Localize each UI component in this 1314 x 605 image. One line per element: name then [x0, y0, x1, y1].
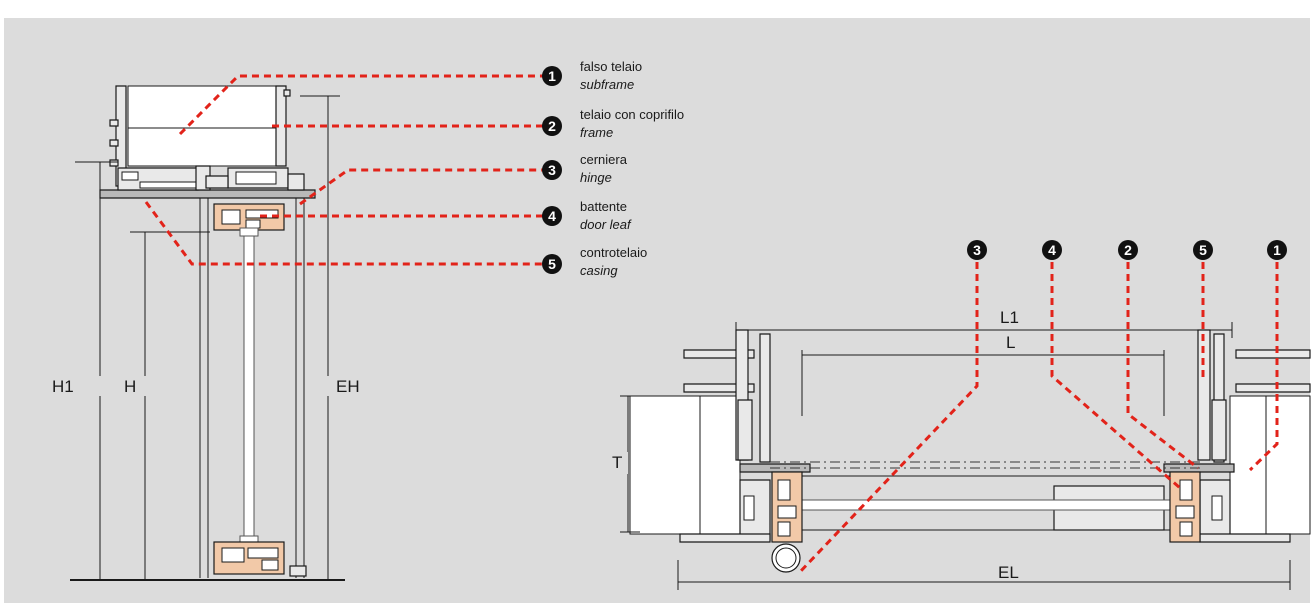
legend-3-label: cerniera	[580, 152, 628, 167]
legend-4-label: battente	[580, 199, 627, 214]
dim-label-el: EL	[998, 563, 1019, 582]
dim-label-t: T	[612, 453, 622, 472]
plan-callout-3	[796, 262, 979, 576]
vertical-section: H1 H EH	[52, 74, 548, 581]
badge-1-number: 1	[548, 68, 556, 84]
legend-4-sublabel: door leaf	[580, 217, 632, 232]
badge-5	[542, 254, 562, 274]
wall-block-right	[1229, 395, 1311, 535]
plan-section: L1 L T EL 3 4 2 5 1	[610, 240, 1311, 590]
plan-badge-3	[967, 240, 987, 260]
badge-5-number: 5	[548, 256, 556, 272]
plan-badge-1-number: 1	[1273, 242, 1281, 258]
plan-badge-4	[1042, 240, 1062, 260]
legend: 1 falso telaio subframe 2 telaio con cop…	[542, 59, 684, 278]
plan-badge-3-number: 3	[973, 242, 981, 258]
badge-3	[542, 160, 562, 180]
plan-callout-4	[1050, 262, 1181, 490]
legend-3-sublabel: hinge	[580, 170, 612, 185]
callout-line-5	[144, 201, 548, 266]
legend-item-4: 4 battente door leaf	[542, 199, 632, 232]
dim-label-l1: L1	[1000, 308, 1019, 327]
dim-label-h: H	[124, 377, 136, 396]
glass-pane-plan	[791, 499, 1183, 511]
plan-badge-5-number: 5	[1199, 242, 1207, 258]
legend-5-label: controtelaio	[580, 245, 647, 260]
dim-label-eh: EH	[336, 377, 360, 396]
legend-5-sublabel: casing	[580, 263, 618, 278]
plan-callout-2	[1126, 262, 1199, 470]
plan-callout-1	[1248, 262, 1279, 472]
dim-label-l: L	[1006, 333, 1015, 352]
glass-pane	[243, 229, 255, 543]
plan-badge-2-number: 2	[1124, 242, 1132, 258]
callout-line-1	[178, 74, 548, 136]
legend-item-3: 3 cerniera hinge	[542, 152, 628, 185]
wall-block	[127, 85, 277, 167]
callout-line-3	[299, 168, 548, 206]
legend-1-label: falso telaio	[580, 59, 642, 74]
badge-1	[542, 66, 562, 86]
legend-item-5: 5 controtelaio casing	[542, 245, 647, 278]
wall-block-left	[629, 395, 741, 535]
plan-badge-1	[1267, 240, 1287, 260]
plan-badge-5	[1193, 240, 1213, 260]
badge-4-number: 4	[548, 208, 556, 224]
badge-2	[542, 116, 562, 136]
badge-4	[542, 206, 562, 226]
legend-item-2: 2 telaio con coprifilo frame	[542, 107, 684, 140]
legend-2-label: telaio con coprifilo	[580, 107, 684, 122]
plan-badge-4-number: 4	[1048, 242, 1056, 258]
legend-2-sublabel: frame	[580, 125, 613, 140]
legend-item-1: 1 falso telaio subframe	[542, 59, 642, 92]
legend-1-sublabel: subframe	[580, 77, 634, 92]
casing-profile	[99, 189, 316, 199]
plan-badge-2	[1118, 240, 1138, 260]
badge-2-number: 2	[548, 118, 556, 134]
dim-label-h1: H1	[52, 377, 74, 396]
badge-3-number: 3	[548, 162, 556, 178]
